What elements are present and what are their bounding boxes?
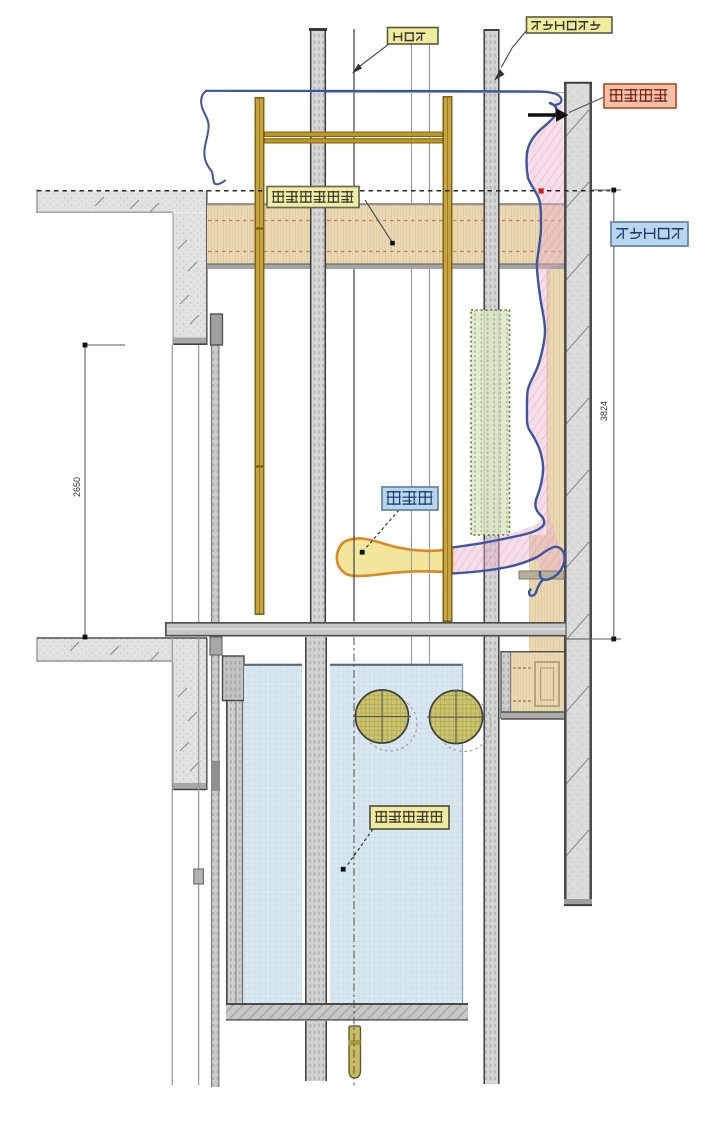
svg-text:3824: 3824 <box>599 401 609 421</box>
svg-text:2650: 2650 <box>72 477 82 497</box>
